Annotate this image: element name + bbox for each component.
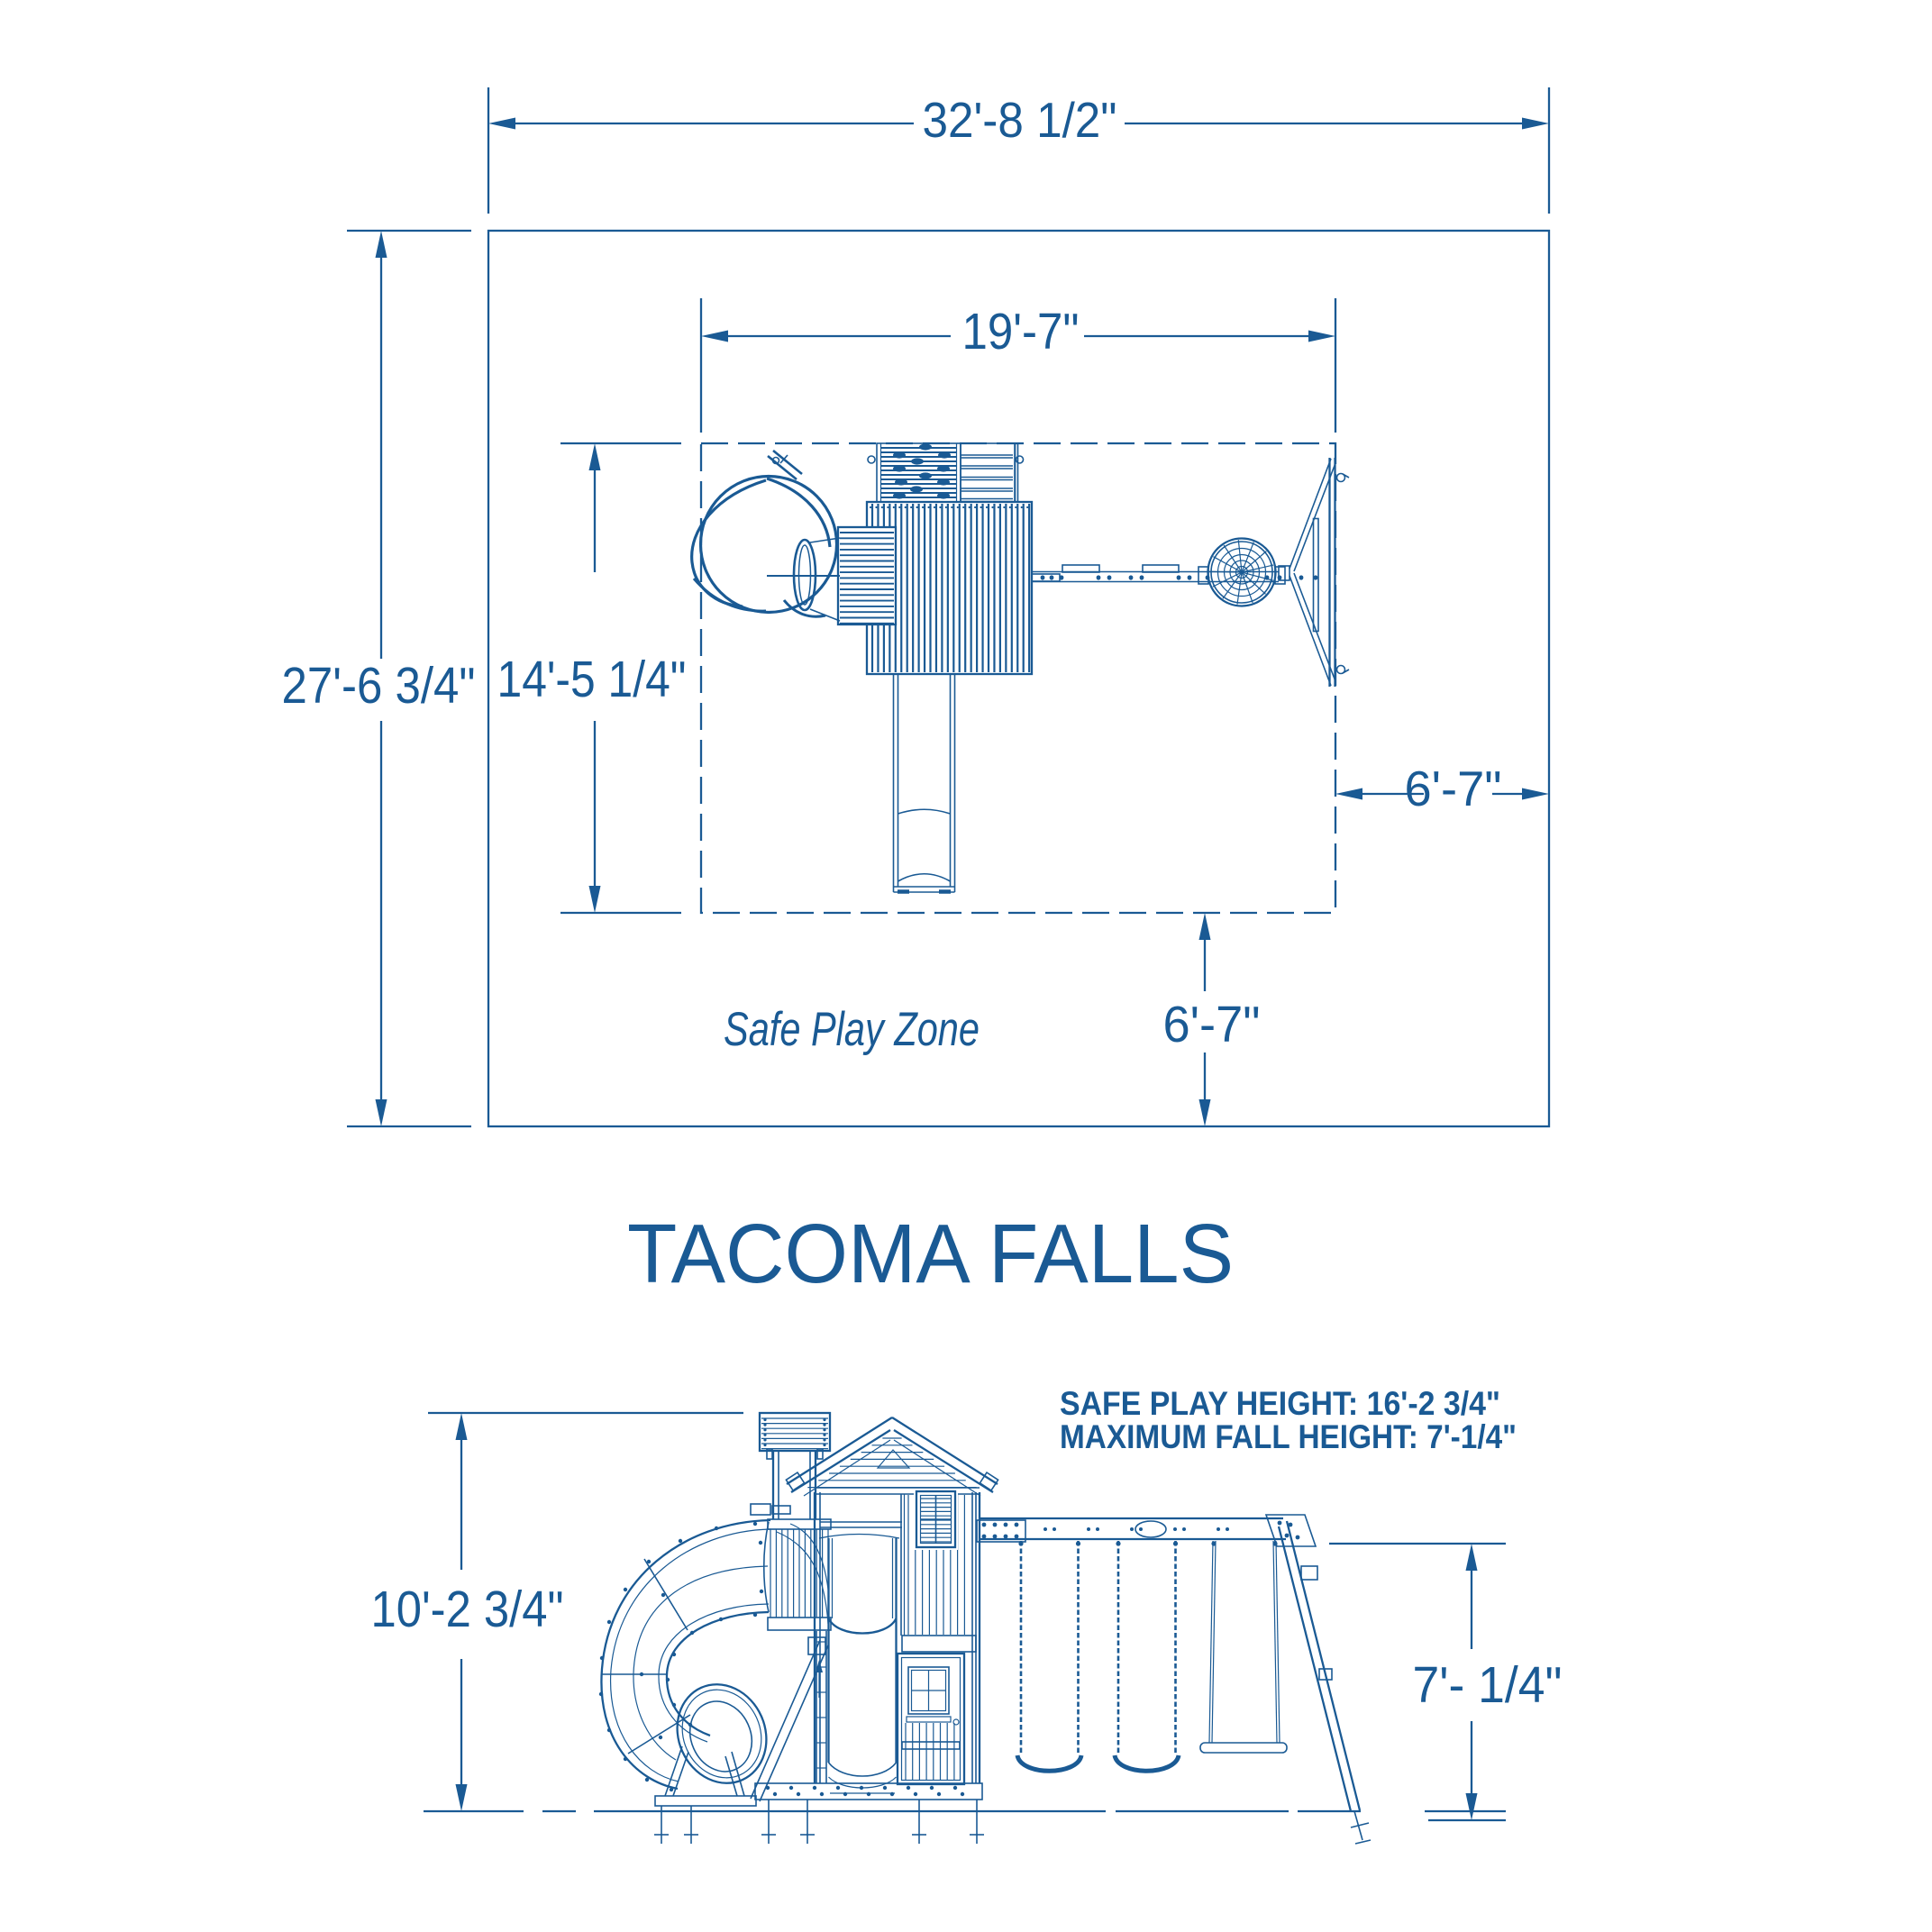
- svg-text:27'-6 3/4": 27'-6 3/4": [282, 657, 476, 715]
- svg-text:TACOMA FALLS: TACOMA FALLS: [627, 1207, 1234, 1300]
- svg-text:10'-2 3/4": 10'-2 3/4": [371, 1581, 564, 1638]
- svg-text:32'-8 1/2": 32'-8 1/2": [923, 92, 1117, 148]
- svg-text:7'- 1/4": 7'- 1/4": [1413, 1656, 1563, 1714]
- svg-text:6'-7": 6'-7": [1405, 761, 1502, 816]
- svg-text:Safe Play Zone: Safe Play Zone: [724, 1003, 980, 1056]
- svg-text:14'-5 1/4": 14'-5 1/4": [497, 651, 687, 708]
- svg-text:MAXIMUM FALL HEIGHT: 7'-1/4": MAXIMUM FALL HEIGHT: 7'-1/4": [1060, 1417, 1517, 1455]
- svg-text:SAFE PLAY HEIGHT: 16'-2 3/4": SAFE PLAY HEIGHT: 16'-2 3/4": [1060, 1384, 1500, 1422]
- svg-text:19'-7": 19'-7": [962, 303, 1080, 360]
- svg-text:6'-7": 6'-7": [1163, 996, 1261, 1053]
